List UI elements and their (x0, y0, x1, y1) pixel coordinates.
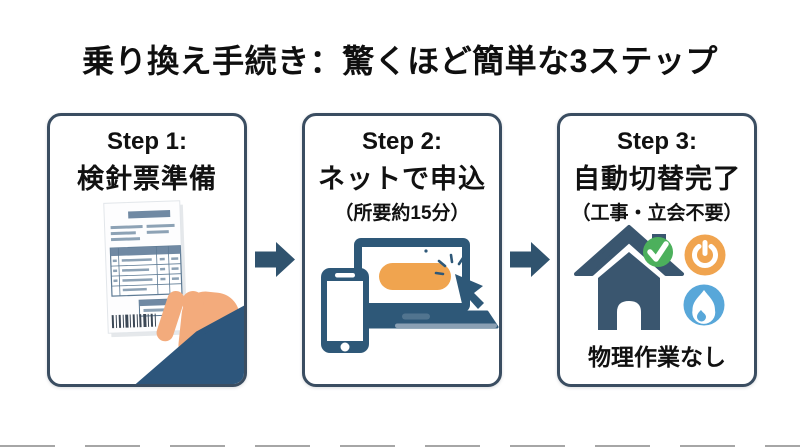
slip-table (109, 245, 183, 297)
smartphone-icon (321, 268, 369, 353)
step-heading: Step 3: (616, 128, 697, 155)
power-circle-icon (684, 234, 726, 276)
step-card-3: Step 3: 自動切替完了 （工事・立会不要） (557, 113, 757, 387)
click-spark-icon (434, 253, 465, 276)
step-card-2: Step 2: ネットで申込 （所要約15分） (302, 113, 502, 387)
arrow-right-icon (254, 242, 295, 277)
step-title: ネットで申込 (318, 164, 486, 194)
auto-switch-illustration (574, 225, 726, 330)
arrow-slot (247, 113, 302, 277)
step-note: （所要約15分） (334, 203, 470, 224)
cta-button (379, 263, 451, 290)
step-title: 検針票準備 (77, 164, 217, 194)
bottom-edge-artifact (0, 445, 800, 447)
step-card-1: Step 1: 検針票準備 (47, 113, 247, 387)
step-note: （工事・立会不要） (571, 203, 743, 224)
meter-slip-hand-illustration (103, 200, 244, 384)
slip-text-lines (110, 223, 175, 242)
step-caption: 物理作業なし (588, 344, 726, 370)
step-title: 自動切替完了 (573, 164, 741, 194)
barcode (111, 313, 157, 329)
arrow-slot (502, 113, 557, 277)
page-title: 乗り換え手続き：驚くほど簡単な3ステップ (82, 43, 718, 79)
flame-circle-icon (683, 284, 725, 326)
step-heading: Step 2: (361, 128, 442, 155)
meter-slip-icon (103, 200, 188, 338)
step-heading: Step 1: (106, 128, 187, 155)
sleeve (135, 305, 244, 384)
online-signup-illustration (321, 238, 499, 353)
check-circle-icon (643, 237, 673, 267)
arrow-right-icon (509, 242, 550, 277)
steps-row: Step 1: 検針票準備 (47, 113, 757, 387)
cursor-icon (455, 274, 484, 309)
